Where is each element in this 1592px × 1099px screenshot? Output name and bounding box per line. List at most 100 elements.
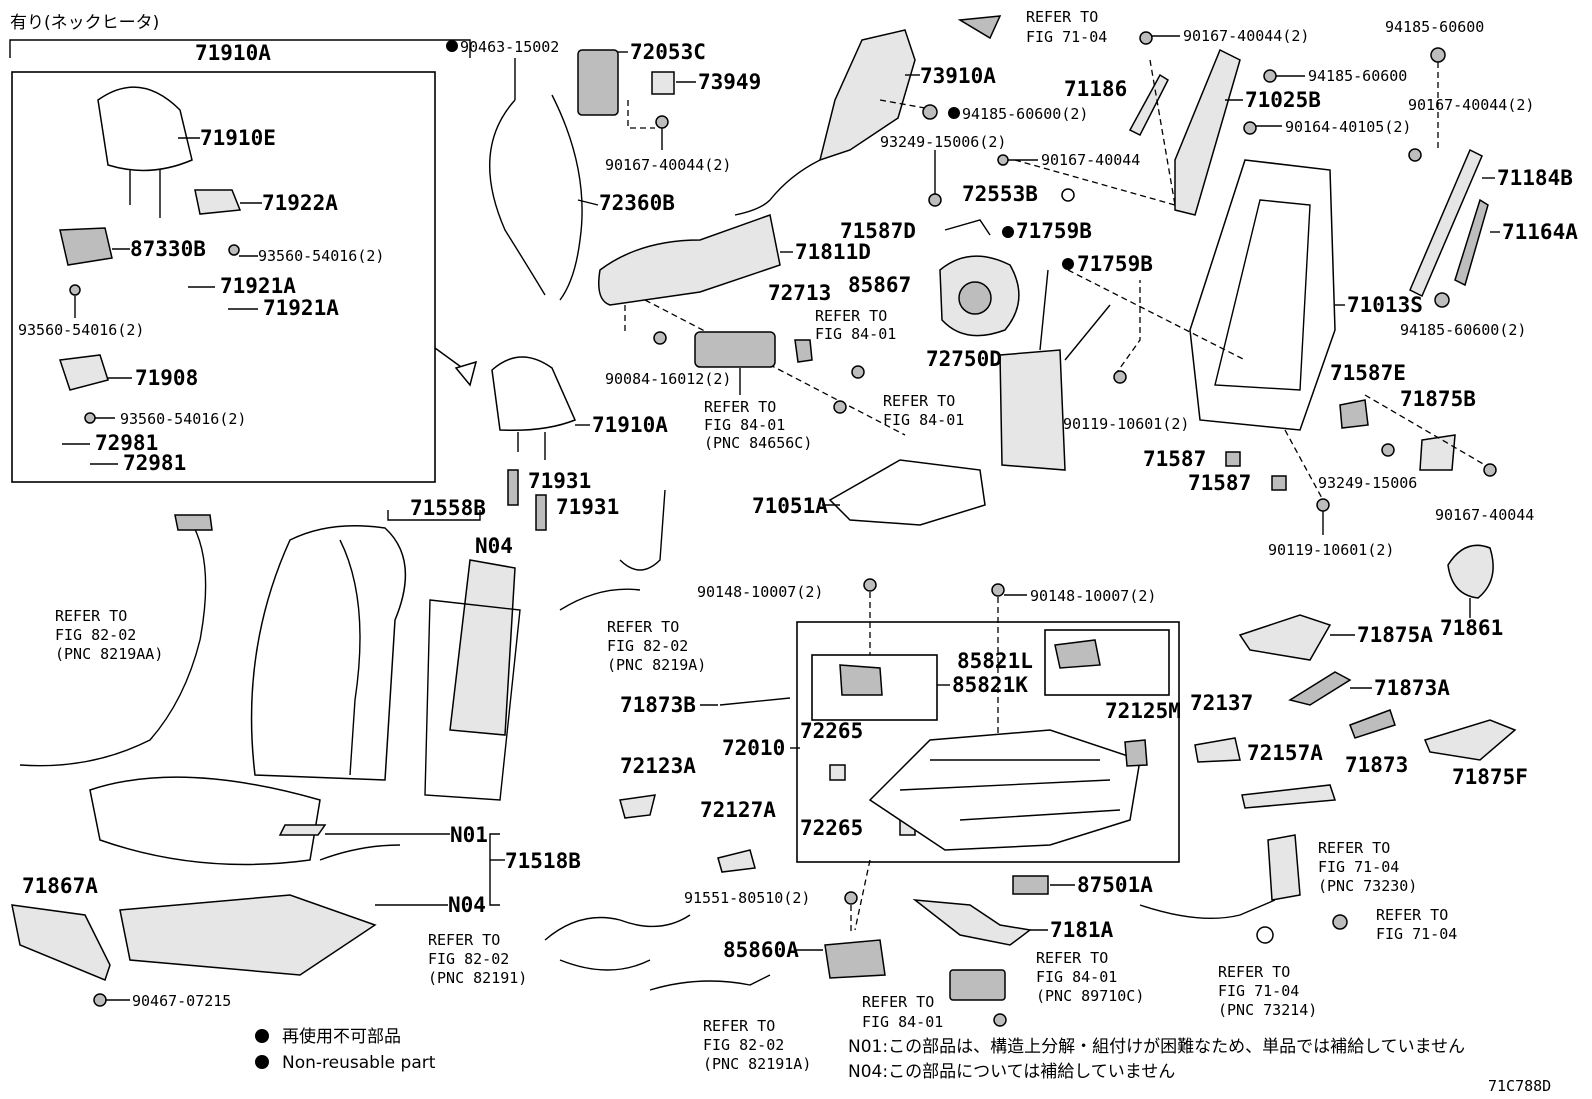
switch-shape[interactable] [577, 49, 619, 116]
bolt-icon[interactable] [1139, 31, 1153, 45]
bracket-shape[interactable] [194, 189, 242, 215]
cover-shape[interactable] [1349, 709, 1396, 739]
part-label-72125M[interactable]: 72125M [1105, 699, 1181, 723]
refer-to-fig-71-04-top[interactable]: REFER TO FIG 71-04 [1026, 8, 1107, 46]
part-label-72713[interactable]: 72713 [768, 281, 831, 305]
bolt-icon[interactable] [993, 1013, 1007, 1027]
part-label-71875F[interactable]: 71875F [1452, 765, 1528, 789]
cushion-clip-shape[interactable] [278, 824, 327, 836]
cover-shape[interactable] [1447, 544, 1494, 599]
cushion-trim-shape[interactable] [11, 904, 111, 981]
knob-shape[interactable] [794, 339, 813, 363]
refer-to-fig-71-04-pnc-73214[interactable]: REFER TO FIG 71-04 (PNC 73214) [1218, 963, 1317, 1019]
cable-shape[interactable] [1064, 304, 1111, 361]
sensor-shape[interactable] [1012, 875, 1049, 895]
part-label-85860A[interactable]: 85860A [723, 938, 799, 962]
cover-shape[interactable] [1419, 434, 1456, 471]
wire-harness-shape[interactable] [559, 489, 666, 611]
seatback-cover-shape[interactable] [250, 524, 407, 781]
part-label-72053C[interactable]: 72053C [630, 40, 706, 64]
screw-icon[interactable] [655, 115, 669, 129]
refer-to-fig-82-02-pnc-8219A[interactable]: REFER TO FIG 82-02 (PNC 8219A) [607, 618, 706, 674]
part-label-91551-80510[interactable]: 91551-80510(2) [684, 889, 810, 907]
part-label-71861[interactable]: 71861 [1440, 616, 1503, 640]
heater-pad-shape[interactable] [449, 559, 516, 736]
part-label-71910A-top[interactable]: 71910A [195, 41, 271, 65]
part-label-90119-10601-b[interactable]: 90119-10601(2) [1268, 541, 1394, 559]
bolt-icon[interactable] [1381, 443, 1395, 457]
part-label-71931-b[interactable]: 71931 [556, 495, 619, 519]
part-label-71873A[interactable]: 71873A [1374, 676, 1450, 700]
part-label-N04-b[interactable]: N04 [448, 893, 486, 917]
headrest-guide-shape[interactable] [507, 469, 519, 506]
bolt-icon[interactable] [1316, 498, 1330, 512]
cover-shape[interactable] [1288, 671, 1352, 706]
seat-switch-shape[interactable] [694, 331, 776, 368]
nut-icon[interactable] [1430, 47, 1446, 63]
part-label-71013S[interactable]: 71013S [1347, 293, 1423, 317]
part-label-71910E[interactable]: 71910E [200, 126, 276, 150]
part-label-93560-54016-b[interactable]: 93560-54016(2) [18, 321, 144, 339]
bolt-icon[interactable] [1243, 121, 1257, 135]
part-label-72981-b[interactable]: 72981 [123, 451, 186, 475]
part-label-87501A[interactable]: 87501A [1077, 873, 1153, 897]
bracket-shape[interactable] [1454, 198, 1489, 287]
bracket-shape[interactable] [1124, 739, 1148, 767]
wire-harness-shape[interactable] [19, 519, 207, 767]
part-label-71587-a[interactable]: 71587 [1143, 447, 1206, 471]
refer-to-fig-82-02-pnc-82191[interactable]: REFER TO FIG 82-02 (PNC 82191) [428, 931, 527, 987]
bolt-icon[interactable] [997, 154, 1009, 166]
cover-shape[interactable] [651, 71, 675, 95]
part-label-71186[interactable]: 71186 [1064, 77, 1127, 101]
nut-icon[interactable] [922, 104, 938, 120]
part-label-71587E[interactable]: 71587E [1330, 361, 1406, 385]
bolt-icon[interactable] [1483, 463, 1497, 477]
part-label-72265-b[interactable]: 72265 [800, 816, 863, 840]
part-label-93249-15006-a[interactable]: 93249-15006(2) [880, 133, 1006, 151]
bolt-icon[interactable] [863, 578, 877, 592]
part-label-71184B[interactable]: 71184B [1497, 166, 1573, 190]
cover-shape[interactable] [717, 849, 756, 873]
part-label-93560-54016-c[interactable]: 93560-54016(2) [120, 410, 246, 428]
part-label-71875A[interactable]: 71875A [1357, 623, 1433, 647]
bracket-shape[interactable] [58, 354, 109, 391]
bolt-icon[interactable] [991, 583, 1005, 597]
part-label-90084-16012[interactable]: 90084-16012(2) [605, 370, 731, 388]
bolt-icon[interactable] [1408, 148, 1422, 162]
part-label-90119-10601-a[interactable]: 90119-10601(2) [1063, 415, 1189, 433]
part-label-90167-40044-e[interactable]: 90167-40044 [1435, 506, 1534, 524]
bracket-shape[interactable] [944, 219, 991, 236]
cushion-cover-shape[interactable] [89, 776, 321, 866]
part-label-72157A[interactable]: 72157A [1247, 741, 1323, 765]
part-label-94185-60600-d[interactable]: 94185-60600(2) [1400, 321, 1526, 339]
screw-icon[interactable] [653, 331, 667, 345]
refer-to-fig-71-04-right[interactable]: REFER TO FIG 71-04 [1376, 906, 1457, 943]
headrest-guide-shape[interactable] [535, 494, 547, 531]
part-label-71873B[interactable]: 71873B [620, 693, 696, 717]
lumbar-motor-shape[interactable] [999, 349, 1066, 471]
refer-to-fig-84-01-a[interactable]: REFER TO FIG 84-01 [815, 307, 896, 343]
wire-harness-shape[interactable] [649, 974, 771, 991]
clip-icon[interactable] [1061, 188, 1075, 202]
part-label-71873[interactable]: 71873 [1345, 753, 1408, 777]
motor-shape[interactable] [839, 664, 883, 696]
screw-icon[interactable] [851, 365, 865, 379]
screw-icon[interactable] [84, 412, 96, 424]
part-label-94185-60600-a[interactable]: 94185-60600(2) [962, 105, 1088, 123]
part-label-71164A[interactable]: 71164A [1502, 220, 1578, 244]
refer-to-fig-84-01-bottom[interactable]: REFER TO FIG 84-01 [862, 993, 943, 1031]
ecu-shape[interactable] [949, 969, 1006, 1001]
connector-shape[interactable] [174, 514, 213, 531]
side-airbag-shape[interactable] [818, 29, 916, 162]
clip-icon[interactable] [1225, 451, 1241, 467]
screw-icon[interactable] [69, 284, 81, 296]
nut-icon[interactable] [1263, 69, 1277, 83]
part-label-90167-40044-a[interactable]: 90167-40044(2) [605, 156, 731, 174]
part-label-71811D[interactable]: 71811D [795, 240, 871, 264]
part-label-90167-40044-d[interactable]: 90167-40044(2) [1408, 96, 1534, 114]
motor-shape[interactable] [1054, 639, 1101, 669]
part-label-90463-15002[interactable]: 90463-15002 [460, 38, 559, 56]
part-label-72553B[interactable]: 72553B [962, 182, 1038, 206]
wire-harness-shape[interactable] [1139, 899, 1276, 920]
bolt-icon[interactable] [1113, 370, 1127, 384]
